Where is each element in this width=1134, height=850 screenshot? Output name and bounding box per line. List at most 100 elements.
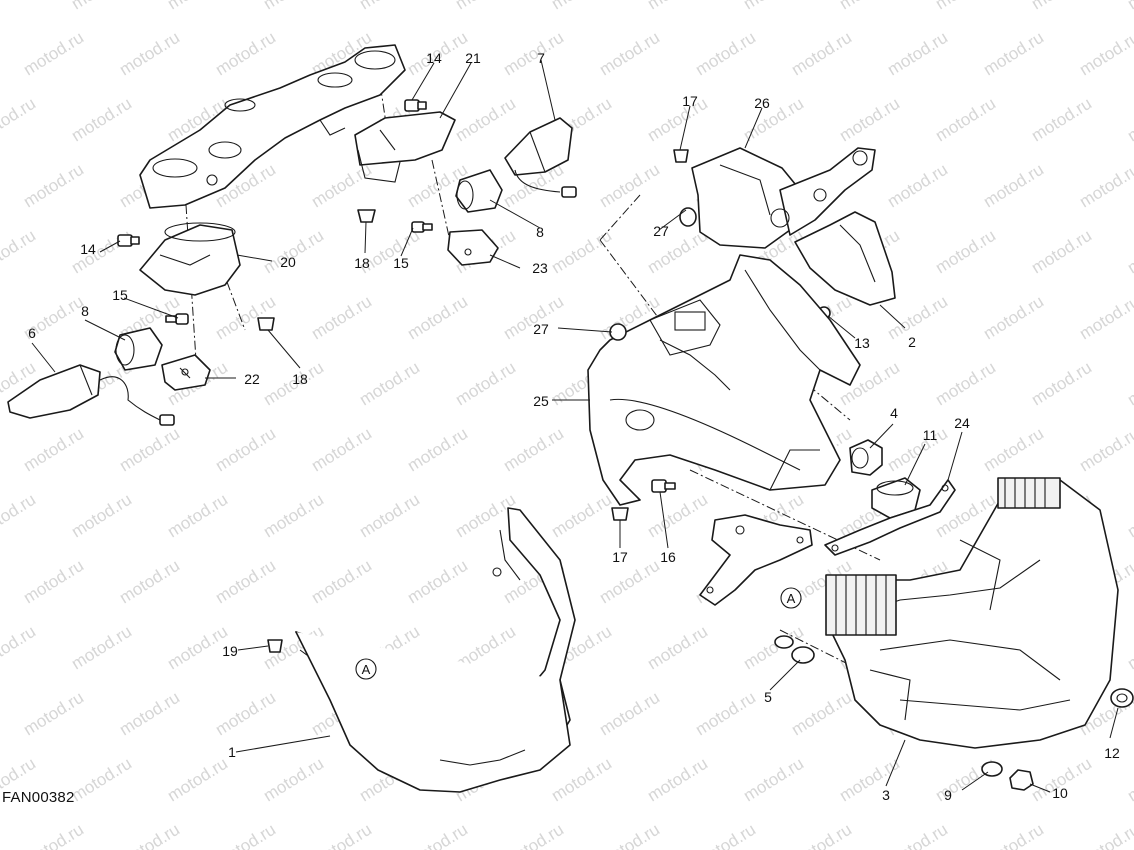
- front-fairing-1: [295, 507, 576, 793]
- watermark-text: motod.ru: [596, 28, 663, 80]
- bolt-14-left: [117, 234, 140, 247]
- watermark-text: motod.ru: [1076, 292, 1134, 344]
- bolt-14-top: [404, 99, 427, 112]
- watermark-text: motod.ru: [980, 292, 1047, 344]
- watermark-text: motod.ru: [644, 754, 711, 806]
- callout-label: 8: [81, 303, 89, 319]
- watermark-text: motod.ru: [836, 0, 903, 13]
- watermark-text: motod.ru: [20, 160, 87, 212]
- watermark-text: motod.ru: [0, 622, 39, 674]
- screw-15-top: [411, 221, 433, 233]
- watermark-text: motod.ru: [452, 358, 519, 410]
- turn-indicator-6: [7, 364, 175, 426]
- screw-17-top: [673, 149, 689, 163]
- watermark-text: motod.ru: [356, 0, 423, 13]
- watermark-text: motod.ru: [500, 820, 567, 850]
- watermark-text: motod.ru: [1124, 0, 1134, 13]
- bracket-23: [447, 229, 499, 266]
- watermark-text: motod.ru: [356, 490, 423, 542]
- callout-label: 15: [393, 255, 409, 271]
- watermark-text: motod.ru: [596, 688, 663, 740]
- watermark-text: motod.ru: [932, 0, 999, 13]
- bracket-22: [161, 354, 211, 391]
- callout-label: 17: [682, 93, 698, 109]
- watermark-text: motod.ru: [1028, 94, 1095, 146]
- bulb-socket-4: [849, 439, 883, 476]
- screw-19: [267, 639, 283, 653]
- watermark-text: motod.ru: [164, 622, 231, 674]
- callout-label: 14: [80, 241, 96, 257]
- watermark-text: motod.ru: [116, 28, 183, 80]
- watermark-text: motod.ru: [1124, 358, 1134, 410]
- watermark-text: motod.ru: [788, 820, 855, 850]
- view-reference-label: A: [362, 662, 371, 677]
- watermark-text: motod.ru: [500, 28, 567, 80]
- callout-label: 5: [764, 689, 772, 705]
- watermark-text: motod.ru: [1028, 358, 1095, 410]
- watermark-text: motod.ru: [164, 754, 231, 806]
- callout-label: 25: [533, 393, 549, 409]
- watermark-text: motod.ru: [20, 28, 87, 80]
- callout-label: 17: [612, 549, 628, 565]
- watermark-text: motod.ru: [932, 754, 999, 806]
- watermark-text: motod.ru: [212, 28, 279, 80]
- watermark-text: motod.ru: [404, 820, 471, 850]
- watermark-text: motod.ru: [452, 0, 519, 13]
- callout-label: 11: [923, 427, 938, 443]
- callout-label: 7: [537, 50, 545, 66]
- view-reference-a-left: A: [355, 658, 377, 680]
- watermark-text: motod.ru: [1124, 226, 1134, 278]
- clamp-21: [354, 111, 456, 183]
- watermark-text: motod.ru: [644, 622, 711, 674]
- callout-label: 22: [244, 371, 260, 387]
- leader-lines: [31, 59, 1119, 793]
- watermark-text: motod.ru: [548, 226, 615, 278]
- watermark-text: motod.ru: [0, 94, 39, 146]
- watermark-text: motod.ru: [404, 292, 471, 344]
- watermark-text: motod.ru: [740, 754, 807, 806]
- watermark-text: motod.ru: [212, 424, 279, 476]
- watermark-text: motod.ru: [212, 688, 279, 740]
- grommet-27-top: [679, 207, 697, 227]
- watermark-text: motod.ru: [884, 160, 951, 212]
- watermark-text: motod.ru: [740, 94, 807, 146]
- watermark-text: motod.ru: [644, 94, 711, 146]
- instrument-support-26: [691, 147, 876, 249]
- headlight-assembly-3: [825, 477, 1119, 749]
- callout-label: 3: [882, 787, 890, 803]
- headlight-bracket: [699, 514, 813, 606]
- rubber-spacer-5: [774, 635, 815, 664]
- watermark-text: motod.ru: [932, 358, 999, 410]
- grommet-27-mid: [609, 323, 627, 341]
- cover-2: [794, 211, 896, 306]
- rubber-grommet-8-left: [114, 327, 163, 371]
- watermark-text: motod.ru: [116, 688, 183, 740]
- callout-label: 4: [890, 405, 898, 421]
- watermark-text: motod.ru: [548, 0, 615, 13]
- watermark-text: motod.ru: [164, 0, 231, 13]
- callout-label: 14: [426, 50, 442, 66]
- watermark-text: motod.ru: [260, 754, 327, 806]
- fairing-frame-25: [587, 254, 861, 506]
- watermark-text: motod.ru: [932, 94, 999, 146]
- callout-label: 1: [228, 744, 236, 760]
- watermark-text: motod.ru: [980, 424, 1047, 476]
- watermark-text: motod.ru: [884, 820, 951, 850]
- watermark-text: motod.ru: [1124, 754, 1134, 806]
- view-reference-a-right: A: [780, 587, 802, 609]
- watermark-text: motod.ru: [68, 754, 135, 806]
- callout-label: 6: [28, 325, 36, 341]
- watermark-text: motod.ru: [308, 424, 375, 476]
- watermark-text: motod.ru: [1028, 0, 1095, 13]
- callout-label: 9: [944, 787, 952, 803]
- watermark-text: motod.ru: [20, 688, 87, 740]
- watermark-text: motod.ru: [740, 0, 807, 13]
- watermark-text: motod.ru: [788, 688, 855, 740]
- drawing-code: FAN00382: [2, 789, 75, 806]
- support-plate-24: [824, 479, 956, 556]
- watermark-text: motod.ru: [692, 688, 759, 740]
- watermark-text: motod.ru: [500, 424, 567, 476]
- watermark-text: motod.ru: [20, 424, 87, 476]
- watermark-text: motod.ru: [692, 28, 759, 80]
